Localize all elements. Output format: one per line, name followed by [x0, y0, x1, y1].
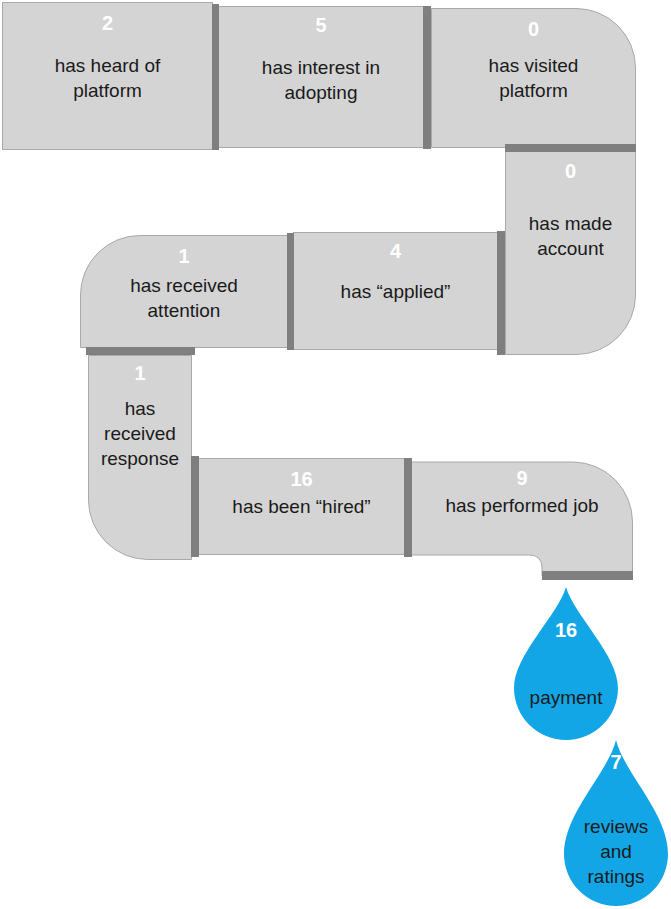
stage-count: 4 — [297, 239, 494, 263]
pipe-flange — [497, 231, 505, 355]
pipe-outlet: 9 has performed job — [411, 460, 633, 578]
pipe-segment: 5 has interest in adopting — [218, 6, 424, 148]
stage-label: has received response — [94, 396, 186, 471]
pipe-elbow: 1 has received attention — [80, 235, 288, 348]
stage-count: 5 — [222, 13, 420, 37]
drop-outline — [512, 585, 620, 742]
stage-count: 16 — [202, 467, 401, 491]
stage-label: has heard of platform — [33, 53, 183, 103]
stage-count: 16 — [516, 618, 616, 642]
output-drop: 16 payment — [512, 585, 620, 742]
pipe-elbow: 1 has received response — [88, 355, 192, 560]
stage-label: reviews and ratings — [574, 814, 658, 889]
pipe-segment: 4 has “applied” — [293, 232, 498, 350]
stage-count: 7 — [566, 750, 666, 774]
pipe-flange — [423, 6, 431, 149]
stage-label: payment — [516, 685, 616, 710]
stage-label: has visited platform — [469, 53, 599, 103]
pipe-elbow: 0 has visited platform — [431, 8, 636, 148]
drop-shape — [564, 740, 668, 906]
stage-count: 2 — [6, 11, 209, 35]
stage-count: 1 — [92, 361, 188, 385]
outlet-shape — [412, 462, 633, 576]
pipe-flange — [86, 347, 195, 355]
stage-label: has made account — [526, 211, 616, 261]
stage-count: 1 — [84, 244, 284, 268]
stage-label: has received attention — [114, 273, 254, 323]
stage-count: 9 — [415, 466, 629, 490]
pipe-segment: 2 has heard of platform — [2, 2, 213, 150]
stage-label: has “applied” — [301, 279, 491, 304]
stage-label: has interest in adopting — [254, 55, 389, 105]
pipe-elbow: 0 has made account — [505, 150, 636, 355]
stage-label: has been “hired” — [202, 494, 402, 519]
output-drop: 7 reviews and ratings — [562, 738, 670, 908]
stage-count: 0 — [435, 17, 632, 41]
drop-shape — [514, 587, 618, 740]
pipe-segment: 16 has been “hired” — [198, 458, 405, 555]
stage-label: has performed job — [417, 493, 627, 518]
stage-count: 0 — [509, 159, 632, 183]
pipe-flange — [404, 458, 412, 557]
